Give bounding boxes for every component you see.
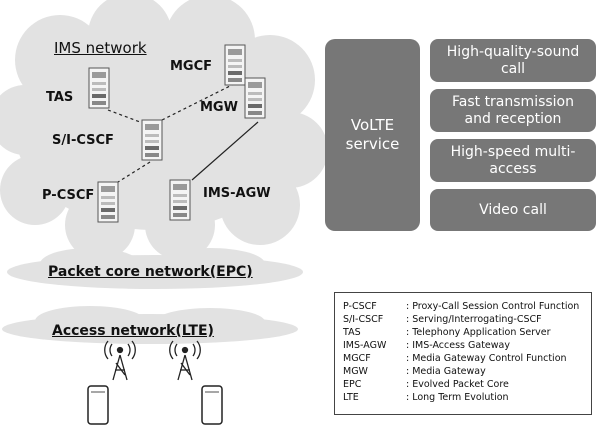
legend-desc: : Serving/Interrogating-CSCF <box>406 314 542 325</box>
smartphone-icon <box>201 385 223 425</box>
legend-desc: : Media Gateway <box>406 366 486 377</box>
s-i-cscf-server-icon <box>141 119 163 161</box>
legend-abbr: TAS <box>343 327 361 338</box>
legend-desc: : Evolved Packet Core <box>406 379 509 390</box>
feature-box-high-quality-sound-call: High-quality-sound call <box>430 39 596 82</box>
mgw-server-icon <box>244 77 266 119</box>
legend-abbr: IMS-AGW <box>343 340 387 351</box>
legend-abbr: P-CSCF <box>343 301 377 312</box>
packet-core-cloud <box>7 248 303 289</box>
legend-abbr: EPC <box>343 379 362 390</box>
mgcf-label: MGCF <box>170 59 213 74</box>
legend-abbr: LTE <box>343 392 359 403</box>
ims-agw-server-icon <box>169 179 191 221</box>
ims-network-title: IMS network <box>54 39 147 57</box>
legend-desc: : Media Gateway Control Function <box>406 353 567 364</box>
smartphone-icon <box>87 385 109 425</box>
legend-abbr: MGW <box>343 366 368 377</box>
legend-row: MGW : Media Gateway <box>343 366 486 377</box>
legend-desc: : Long Term Evolution <box>406 392 509 403</box>
legend-row: S/I-CSCF : Serving/Interrogating-CSCF <box>343 314 542 325</box>
feature-box-fast-transmission: Fast transmission and reception <box>430 89 596 132</box>
antenna-tower-icon <box>104 340 136 381</box>
feature-box-high-speed-multi-access: High-speed multi- access <box>430 139 596 182</box>
ims-network-cloud <box>0 0 328 260</box>
s-i-cscf-label: S/I-CSCF <box>52 133 114 148</box>
p-cscf-label: P-CSCF <box>42 188 95 203</box>
packet-core-network-title: Packet core network(EPC) <box>48 264 253 280</box>
legend-row: P-CSCF : Proxy-Call Session Control Funct… <box>343 301 579 312</box>
mgw-label: MGW <box>200 100 238 115</box>
tas-server-icon <box>88 67 110 109</box>
legend-desc: : IMS-Access Gateway <box>406 340 510 351</box>
legend-row: IMS-AGW : IMS-Access Gateway <box>343 340 510 351</box>
abbreviation-legend: P-CSCF : Proxy-Call Session Control Funct… <box>334 292 592 415</box>
legend-row: MGCF : Media Gateway Control Function <box>343 353 567 364</box>
legend-row: LTE : Long Term Evolution <box>343 392 509 403</box>
legend-desc: : Proxy-Call Session Control Function <box>406 301 580 312</box>
ims-agw-label: IMS-AGW <box>203 186 271 201</box>
volte-service-box: VoLTE service <box>325 39 420 231</box>
legend-abbr: S/I-CSCF <box>343 314 384 325</box>
legend-desc: : Telephony Application Server <box>406 327 551 338</box>
antenna-tower-icon <box>169 340 201 381</box>
legend-row: EPC : Evolved Packet Core <box>343 379 509 390</box>
access-network-title: Access network(LTE) <box>52 323 214 339</box>
mgcf-server-icon <box>224 44 246 86</box>
p-cscf-server-icon <box>97 181 119 223</box>
feature-box-video-call: Video call <box>430 189 596 231</box>
legend-abbr: MGCF <box>343 353 371 364</box>
legend-row: TAS : Telephony Application Server <box>343 327 551 338</box>
access-network-cloud <box>2 306 298 344</box>
tas-label: TAS <box>46 90 74 105</box>
